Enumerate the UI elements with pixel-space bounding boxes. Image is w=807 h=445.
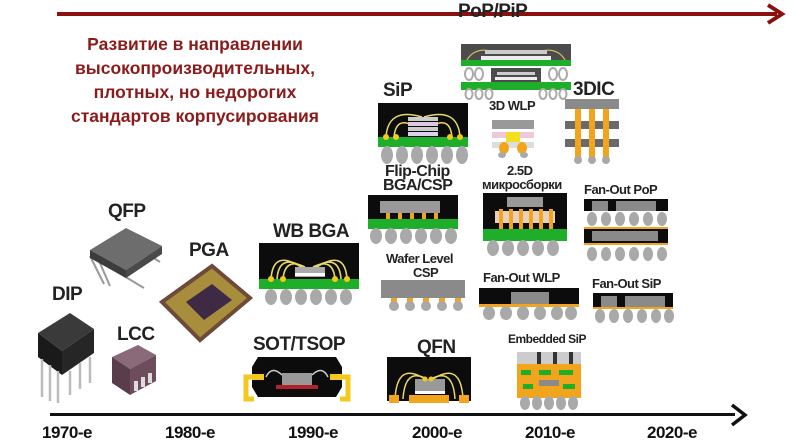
label-3d-wlp: 3D WLP [489,98,536,113]
decade-2020s: 2020-е [647,423,697,442]
fan-out-wlp-package-icon [479,288,579,320]
wb-bga-package-icon [259,243,359,305]
label-2-5d-line2: микросборки [482,177,562,192]
label-dip: DIP [52,284,83,305]
label-wafer-level-line1: Wafer Level [386,251,454,266]
dip-package-icon [38,313,94,403]
timeline-arrow-head-icon [730,403,748,427]
headline-line-1: Развитие в направлении [87,34,303,54]
label-sip: SiP [383,80,413,101]
3d-wlp-package-icon [492,120,534,158]
headline-line-4: стандартов корпусирования [71,106,319,126]
lcc-package-icon [112,345,156,395]
decade-2010s: 2010-е [525,423,575,442]
label-qfn: QFN [417,337,456,358]
pop-pip-package-icon [461,44,571,100]
flip-chip-bga-package-icon [368,195,458,244]
fan-out-sip-package-icon [593,293,674,323]
label-pga: PGA [189,240,229,261]
label-3dic: 3DIC [573,79,615,100]
decade-2000s: 2000-е [412,423,462,442]
trend-arrow-head-icon [766,3,786,25]
headline-line-3: плотных, но недорогих [93,82,297,102]
embedded-sip-package-icon [517,352,581,410]
label-sot-tsop: SOT/TSOP [253,334,346,355]
sot-tsop-package-icon [243,357,351,402]
2-5d-assembly-package-icon [483,193,567,256]
label-lcc: LCC [117,324,155,345]
label-wafer-level-line2: CSP [413,265,439,280]
label-fan-out-wlp: Fan-Out WLP [483,270,560,285]
label-wb-bga: WB BGA [273,221,350,242]
label-qfp: QFP [108,201,146,222]
fan-out-pop-package-icon [584,199,668,261]
qfp-package-icon [89,228,162,289]
wafer-level-csp-package-icon [381,280,465,311]
label-fan-out-pop: Fan-Out PoP [584,182,658,197]
decade-1990s: 1990-е [288,423,338,442]
label-fan-out-sip: Fan-Out SiP [592,276,661,291]
qfn-package-icon [387,357,471,403]
label-embedded-sip: Embedded SiP [508,332,587,346]
label-flip-chip-line1: Flip-Chip [385,163,450,180]
trend-arrow-line [57,12,777,16]
label-2-5d-line1: 2.5D [507,163,533,178]
label-pop-pip: PoP/PiP [458,1,528,22]
decade-1970s: 1970-е [42,423,92,442]
label-flip-chip-line2: BGA/CSP [383,177,453,194]
headline-line-2: высокопроизводительных, [75,58,315,78]
timeline-axis [50,413,735,416]
sip-package-icon [378,103,468,164]
decade-1980s: 1980-е [165,423,215,442]
headline: Развитие в направлении высокопроизводите… [55,32,335,128]
pga-package-icon [158,263,254,343]
3dic-package-icon [565,99,619,164]
